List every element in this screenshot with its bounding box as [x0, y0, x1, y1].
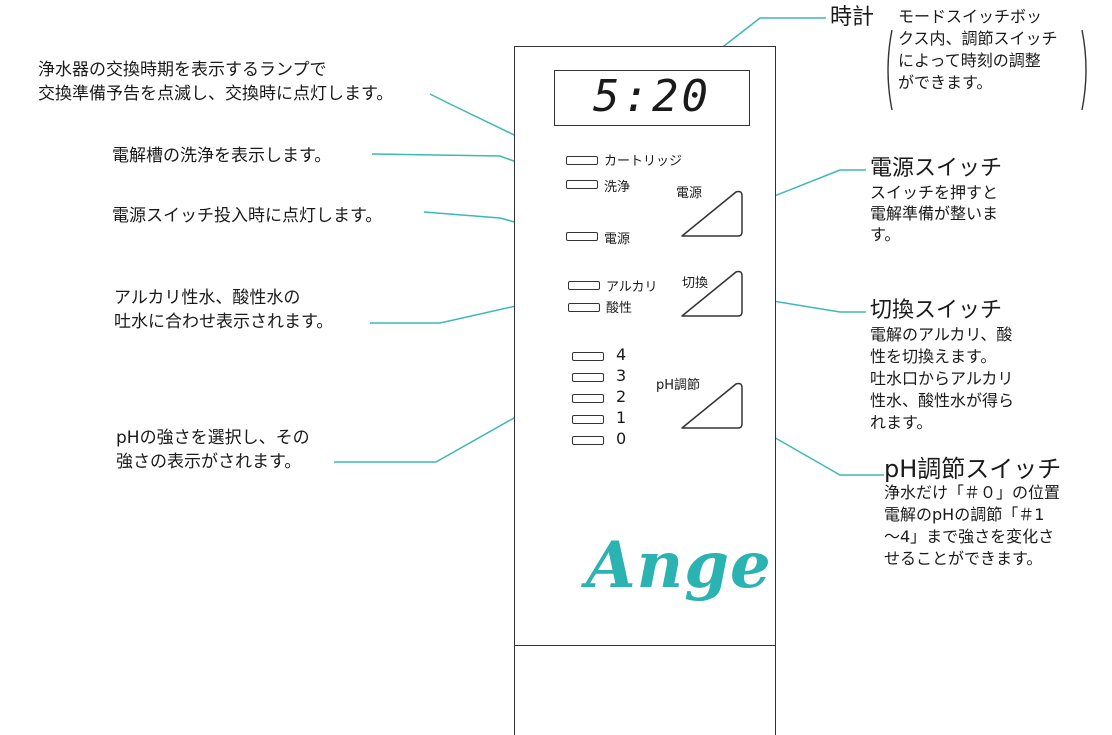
cartridge-note-line-2: 交換準備予告を点滅し、交換時に点灯します。 — [38, 84, 394, 104]
clock-display: 5:20 — [554, 70, 750, 126]
ph-switch-title: pH調節スイッチ — [884, 455, 1062, 483]
ph-note-line-1: pHの強さを選択し、その — [116, 428, 310, 448]
ph-switch-button[interactable] — [678, 380, 748, 432]
acid-lamp-label: 酸性 — [606, 301, 633, 316]
alkali-lamp — [568, 281, 600, 290]
ph-lamp-note: pHの強さを選択し、その 強さの表示がされます。 — [116, 426, 310, 474]
mode-note-line-2: 吐水に合わせ表示されます。 — [114, 312, 334, 332]
power-switch-line-2: 電解準備が整いま — [870, 204, 999, 223]
cartridge-lamp — [566, 156, 598, 165]
wash-note: 電解槽の洗浄を表示します。 — [112, 146, 332, 166]
ph-switch-line-1: 浄水だけ「＃０」の位置 — [884, 483, 1061, 502]
clock-title: 時計 — [830, 5, 875, 30]
ph-switch-note: pH調節スイッチ 浄水だけ「＃０」の位置 電解のpHの調節「＃1 〜4」まで強さ… — [884, 456, 1061, 570]
acid-lamp — [568, 303, 600, 312]
power-switch-label: 電源 — [676, 186, 703, 201]
clock-note-line-1: モードスイッチボッ — [898, 7, 1043, 26]
toggle-switch-line-3: 吐水口からアルカリ — [870, 369, 1014, 388]
toggle-switch-label: 切換 — [682, 276, 709, 291]
power-switch-line-3: す。 — [870, 225, 901, 244]
clock-note-bracket-left — [887, 29, 893, 111]
power-switch-line-1: スイッチを押すと — [870, 183, 999, 202]
toggle-switch-line-2: 性を切換えます。 — [870, 347, 997, 366]
cartridge-note-line-1: 浄水器の交換時期を表示するランプで — [38, 60, 327, 80]
wash-lamp — [566, 180, 598, 189]
ph-lamp-0-label: 0 — [616, 429, 627, 448]
ph-switch-label: pH調節 — [656, 378, 701, 393]
ph-switch-line-4: せることができます。 — [884, 549, 1043, 568]
power-switch-note: 電源スイッチ スイッチを押すと 電解準備が整いま す。 — [870, 156, 1002, 245]
power-lamp-note: 電源スイッチ投入時に点灯します。 — [112, 206, 383, 226]
clock-note-bracket-right — [1081, 29, 1087, 111]
clock-note-line-3: によって時刻の調整 — [898, 51, 1041, 70]
ph-switch-line-3: 〜4」まで強さを変化さ — [884, 527, 1055, 546]
toggle-switch-title: 切換スイッチ — [870, 298, 1003, 323]
mode-note-line-1: アルカリ性水、酸性水の — [114, 288, 301, 308]
ph-lamp-4 — [572, 352, 604, 361]
control-panel-stem — [514, 645, 776, 735]
ph-lamp-2 — [572, 394, 604, 403]
ph-lamp-1 — [572, 415, 604, 424]
toggle-switch-note: 切換スイッチ 電解のアルカリ、酸 性を切換えます。 吐水口からアルカリ 性水、酸… — [870, 298, 1014, 434]
ph-lamp-0 — [572, 436, 604, 445]
power-lamp-label: 電源 — [604, 232, 631, 247]
leader-power-switch — [743, 169, 866, 209]
toggle-switch-line-4: 性水、酸性水が得ら — [870, 391, 1015, 410]
clock-note-line-4: ができます。 — [898, 73, 993, 92]
clock-note: モードスイッチボッ クス内、調節スイッチ によって時刻の調整 ができます。 — [898, 6, 1058, 94]
ph-lamp-1-label: 1 — [616, 408, 627, 427]
mode-note: アルカリ性水、酸性水の 吐水に合わせ表示されます。 — [114, 286, 333, 334]
wash-lamp-label: 洗浄 — [604, 180, 631, 195]
toggle-switch-button[interactable] — [678, 268, 748, 320]
clock-note-line-2: クス内、調節スイッチ — [898, 29, 1058, 48]
ph-lamp-4-label: 4 — [616, 345, 627, 364]
leader-ph-switch — [743, 419, 884, 476]
ph-note-line-2: 強さの表示がされます。 — [116, 452, 302, 472]
cartridge-note: 浄水器の交換時期を表示するランプで 交換準備予告を点滅し、交換時に点灯します。 — [38, 58, 393, 106]
power-lamp — [566, 232, 598, 241]
cartridge-lamp-label: カートリッジ — [604, 154, 683, 169]
ph-lamp-3 — [572, 373, 604, 382]
ph-lamp-3-label: 3 — [616, 366, 627, 385]
control-panel — [514, 46, 776, 646]
toggle-switch-line-5: れます。 — [870, 413, 933, 432]
power-switch-title: 電源スイッチ — [870, 156, 1003, 181]
ange-logo: Ange — [586, 528, 772, 603]
ph-switch-line-2: 電解のpHの調節「＃1 — [884, 505, 1045, 524]
ph-lamp-2-label: 2 — [616, 387, 627, 406]
power-switch-button[interactable] — [678, 188, 748, 240]
toggle-switch-line-1: 電解のアルカリ、酸 — [870, 325, 1013, 344]
alkali-lamp-label: アルカリ — [606, 280, 658, 295]
